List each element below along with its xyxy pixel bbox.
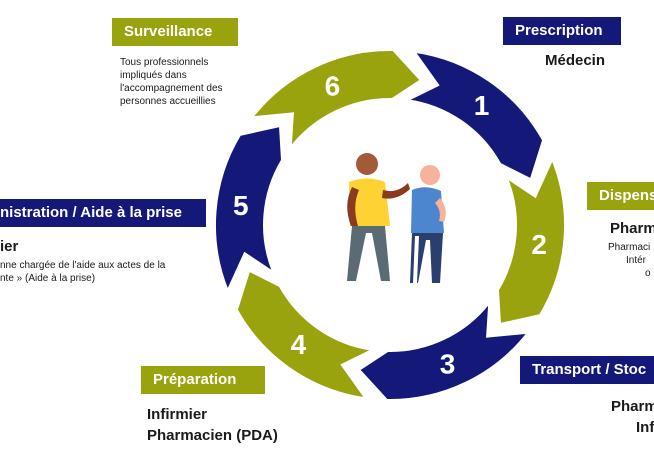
cycle-segment-3: [357, 299, 531, 402]
dispensation-role: Pharm: [610, 220, 654, 237]
dispensation-label: Dispens: [587, 182, 654, 210]
cycle-segment-4: [235, 269, 376, 400]
surveillance-note-line-2: impliqués dans: [120, 70, 187, 81]
administration-role: ier: [0, 238, 19, 255]
cycle-number-6: 6: [325, 71, 341, 102]
dispensation-note-line-3: o: [645, 268, 651, 279]
cycle-segment-2: [496, 156, 567, 326]
administration-label: nistration / Aide à la prise: [0, 199, 206, 227]
cycle-segment-6: [249, 48, 423, 151]
dispensation-note-line-1: Pharmaci: [608, 242, 651, 253]
surveillance-note-line-1: Tous professionnels: [120, 57, 209, 68]
cycle-number-1: 1: [474, 90, 490, 121]
transport-label: Transport / Stoc: [520, 356, 654, 384]
administration-note-line-2: nte » (Aide à la prise): [0, 273, 96, 284]
prescription-role: Médecin: [545, 52, 606, 69]
cycle-segment-5: [213, 124, 284, 294]
transport-role-line-1: Pharm: [611, 398, 654, 415]
prescription-label: Prescription: [503, 17, 621, 45]
preparation-role-line-1: Infirmier: [147, 406, 208, 423]
cycle-number-5: 5: [233, 190, 249, 221]
dispensation-note-line-2: Intér: [626, 255, 647, 266]
cycle-number-2: 2: [531, 229, 547, 260]
cycle-segment-1: [404, 50, 545, 181]
cycle-number-3: 3: [440, 349, 456, 380]
transport-role-line-2: Inf: [636, 419, 654, 436]
administration-note-line-1: nne chargée de l'aide aux actes de la: [0, 260, 166, 271]
two-people-walking-icon: [347, 153, 446, 283]
surveillance-note-line-3: l'accompagnement des: [120, 83, 223, 94]
preparation-label: Préparation: [141, 366, 265, 394]
surveillance-note-line-4: personnes accueillies: [120, 96, 216, 107]
preparation-role-line-2: Pharmacien (PDA): [147, 427, 278, 444]
surveillance-label: Surveillance: [112, 18, 238, 46]
cycle-number-4: 4: [291, 329, 307, 360]
